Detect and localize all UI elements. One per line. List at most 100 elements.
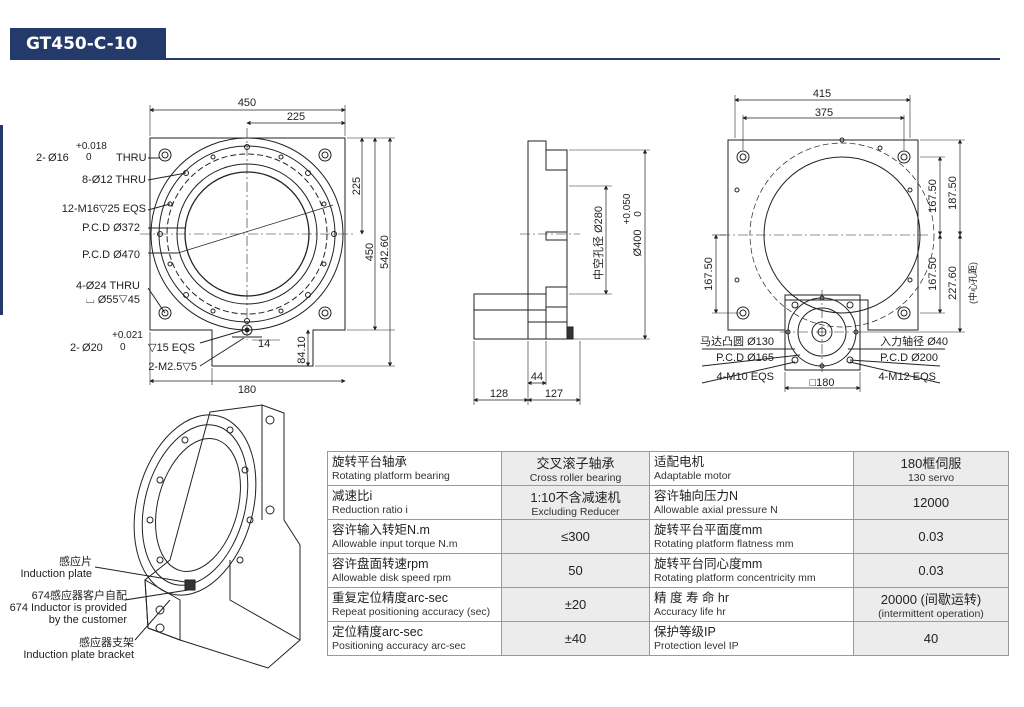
spec-label-en: Protection level IP	[654, 640, 739, 652]
callout-pcd-372: P.C.D Ø372	[82, 222, 140, 234]
spec-value: 0.03	[853, 519, 1009, 554]
dim-14: 14	[258, 338, 270, 350]
dim-187: 187.50	[947, 176, 959, 210]
spec-value: 20000 (间歇运转)(intermittent operation)	[853, 587, 1009, 622]
spec-label-zh: 定位精度arc-sec	[332, 625, 423, 639]
spec-value: ≤300	[501, 519, 650, 554]
center-distance-note: (中心孔距)	[967, 262, 978, 304]
dim-450-top: 450	[238, 97, 256, 109]
callout-motor-pcd-200: P.C.D Ø200	[880, 352, 938, 364]
label-induction-bracket: 感应器支架 Induction plate bracket	[23, 637, 134, 661]
spec-value-main: ±40	[564, 631, 587, 646]
front-view	[140, 105, 395, 385]
spec-label-en: Allowable disk speed rpm	[332, 572, 452, 584]
spec-label-en: Positioning accuracy arc-sec	[332, 640, 466, 652]
spec-value: 12000	[853, 485, 1009, 520]
spec-value-en: Excluding Reducer	[531, 506, 620, 518]
label-inductor: 674感应器客户自配 674 Inductor is provided by t…	[9, 590, 127, 626]
callout-thru-24: 4-Ø24 THRU	[76, 280, 140, 292]
model-title: GT450-C-10	[10, 28, 166, 60]
spec-label-zh: 容许轴向压力N	[654, 489, 739, 503]
spec-value-main: ±20	[564, 597, 587, 612]
title-rule	[166, 58, 1000, 60]
side-tol-upper: +0.050	[622, 193, 633, 224]
spec-value: 40	[853, 621, 1009, 656]
dim-127: 127	[545, 388, 563, 400]
spec-value: ±40	[501, 621, 650, 656]
callout-motor-m12: 4-M12 EQS	[878, 371, 936, 383]
spec-value-en: 130 servo	[907, 472, 955, 484]
spec-label-en: Repeat positioning accuracy (sec)	[332, 606, 491, 618]
callout-motor-boss-130: 马达凸圆 Ø130	[700, 336, 774, 348]
spec-label-en: Rotating platform bearing	[332, 470, 450, 482]
callout-motor-pcd-165: P.C.D Ø165	[716, 352, 774, 364]
spec-label-zh: 旋转平台平面度mm	[654, 523, 763, 537]
dim-44: 44	[531, 371, 543, 383]
spec-label-en: Adaptable motor	[654, 470, 732, 482]
spec-label-en: Reduction ratio i	[332, 504, 408, 516]
iso-bore	[155, 438, 241, 572]
callout-thru-12: 8-Ø12 THRU	[82, 174, 146, 186]
motor-flange	[784, 294, 861, 371]
callout-pcd-470: P.C.D Ø470	[82, 249, 140, 261]
dim-128: 128	[490, 388, 508, 400]
spec-value: 50	[501, 553, 650, 588]
spec-label-en: Rotating platform flatness mm	[654, 538, 794, 550]
iso-body	[144, 404, 301, 669]
dim-542-right: 542.60	[379, 235, 391, 269]
callout-input-shaft-40: 入力轴径 Ø40	[880, 336, 948, 348]
dim-84-right: 84.10	[296, 336, 308, 364]
spec-label-zh: 减速比i	[332, 489, 373, 503]
motor-view	[701, 95, 965, 392]
isometric-view	[94, 404, 301, 669]
side-outer-diameter: Ø400	[632, 230, 644, 257]
spec-label-zh: 保护等级IP	[654, 625, 716, 639]
spec-label-zh: 容许盘面转速rpm	[332, 557, 429, 571]
dim-167-left: 167.50	[703, 257, 715, 291]
spec-label-zh: 容许输入转矩N.m	[332, 523, 430, 537]
spec-value-main: 交叉滚子轴承	[536, 456, 615, 471]
spec-value-main: 20000 (间歇运转)	[880, 592, 982, 607]
spec-value-en: Cross roller bearing	[529, 472, 622, 484]
dim-225-top: 225	[287, 111, 305, 123]
spec-value-main: 50	[568, 563, 583, 578]
callout-m2-5: 2-M2.5▽5	[148, 361, 197, 373]
spec-value-main: 0.03	[918, 529, 944, 544]
spec-label-zh: 旋转平台同心度mm	[654, 557, 763, 571]
label-induction-plate: 感应片 Induction plate	[20, 556, 92, 580]
page-header: GT450-C-10	[0, 0, 1024, 64]
spec-label-en: Rotating platform concentricity mm	[654, 572, 816, 584]
spec-value-main: 0.03	[918, 563, 944, 578]
spec-label-en: Allowable input torque N.m	[332, 538, 458, 550]
spec-value-main: 12000	[912, 495, 950, 510]
dim-167-right-bottom: 167.50	[927, 257, 939, 291]
callout-motor-m10: 4-M10 EQS	[716, 371, 774, 383]
spec-label-zh: 旋转平台轴承	[332, 455, 408, 469]
spec-value-main: 1:10不含减速机	[530, 490, 621, 505]
callout-m16: 12-M16▽25 EQS	[61, 203, 146, 215]
spec-value-main: 180框伺服	[900, 456, 962, 471]
spec-label-zh: 精 度 寿 命 hr	[654, 591, 730, 605]
dim-167-right-top: 167.50	[927, 179, 939, 213]
